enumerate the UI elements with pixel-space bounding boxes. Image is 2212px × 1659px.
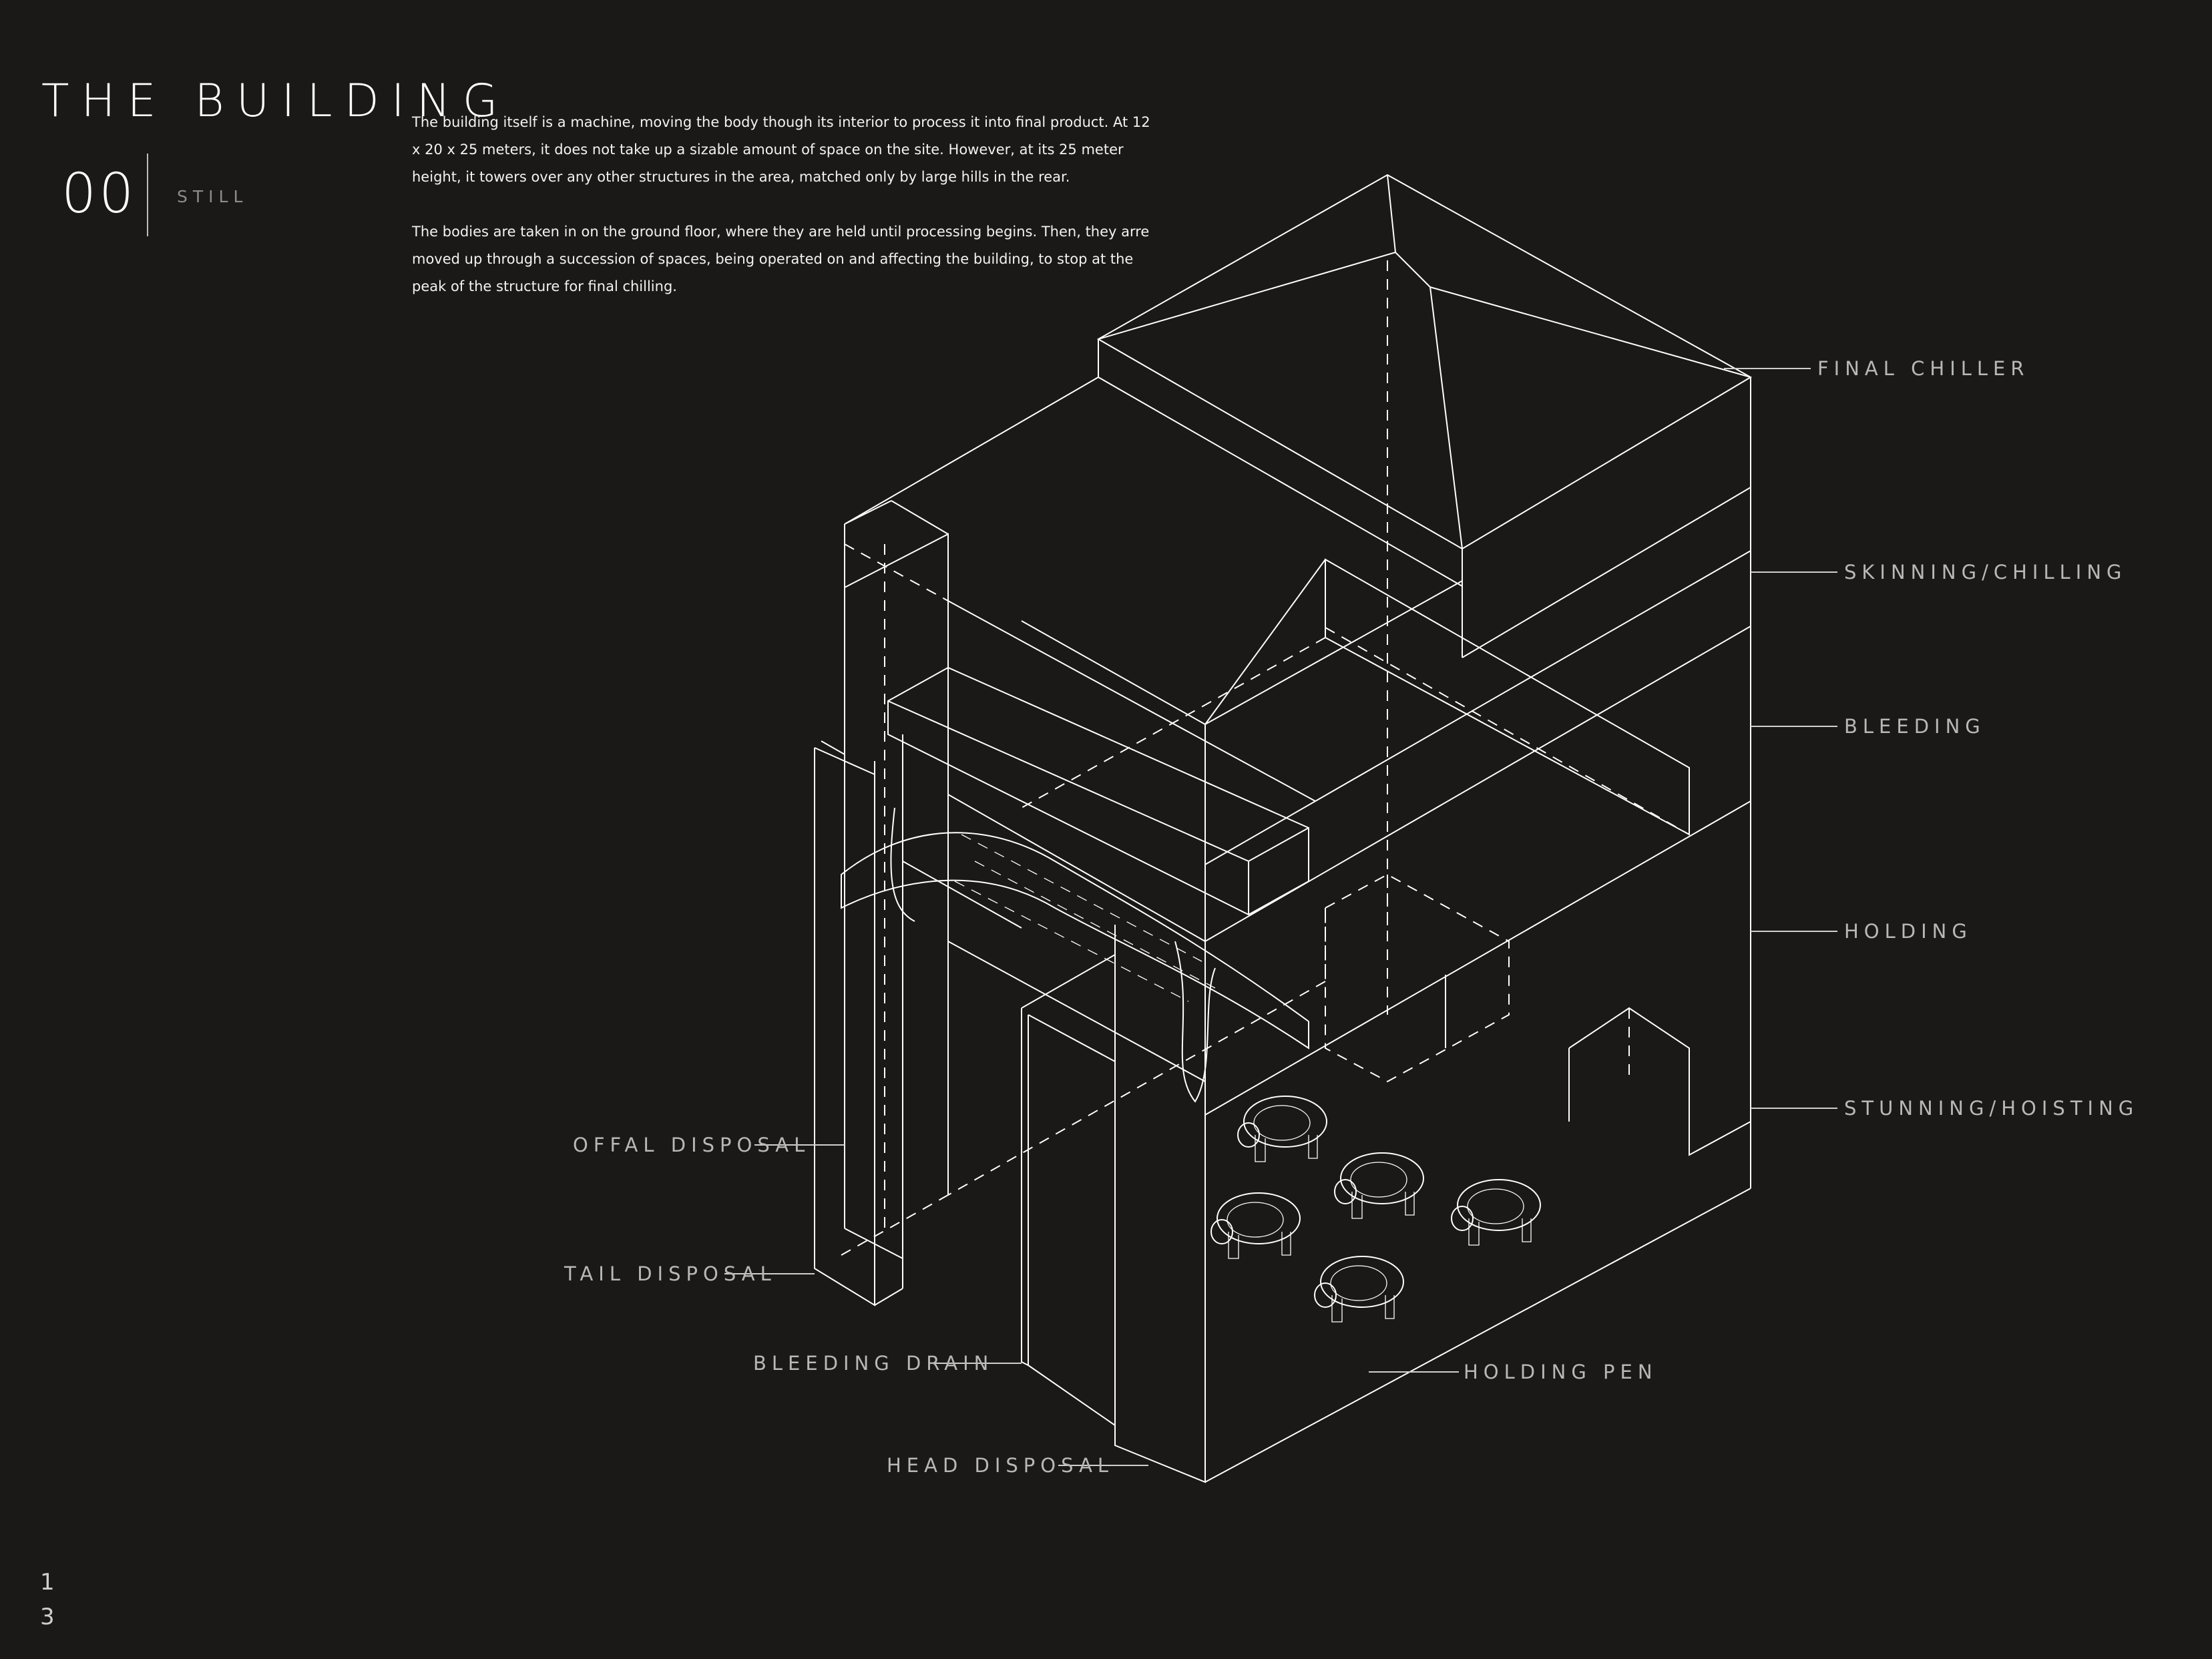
page-number-digit-2: 3 [40, 1604, 55, 1630]
callout-holding: HOLDING [1844, 920, 1972, 943]
callout-offal-disposal: OFFAL DISPOSAL [573, 1134, 811, 1156]
section-number: 00 [61, 162, 137, 226]
page-number-digit-1: 1 [40, 1569, 55, 1596]
description-paragraph-1: The building itself is a machine, moving… [412, 114, 1150, 185]
section-divider [147, 154, 148, 236]
callout-leaders [724, 368, 1837, 1466]
callout-stunning-hoisting: STUNNING/HOISTING [1844, 1097, 2139, 1120]
callout-bleeding-drain: BLEEDING DRAIN [753, 1352, 994, 1375]
description-block: The building itself is a machine, moving… [412, 109, 1153, 328]
section-subtitle: STILL [177, 187, 248, 206]
callout-head-disposal: HEAD DISPOSAL [887, 1454, 1114, 1477]
building-outline [814, 174, 1753, 1483]
page-title: THE BUILDING [41, 75, 510, 128]
callout-final-chiller: FINAL CHILLER [1817, 357, 2030, 380]
callout-bleeding: BLEEDING [1844, 715, 1986, 738]
callout-holding-pen: HOLDING PEN [1464, 1361, 1658, 1383]
holding-pen-animals [1210, 1096, 1541, 1323]
callout-tail-disposal: TAIL DISPOSAL [564, 1262, 777, 1285]
callout-skinning-chilling: SKINNING/CHILLING [1844, 561, 2127, 583]
page-number: 1 3 [40, 1565, 55, 1634]
description-paragraph-2: The bodies are taken in on the ground fl… [412, 224, 1150, 294]
